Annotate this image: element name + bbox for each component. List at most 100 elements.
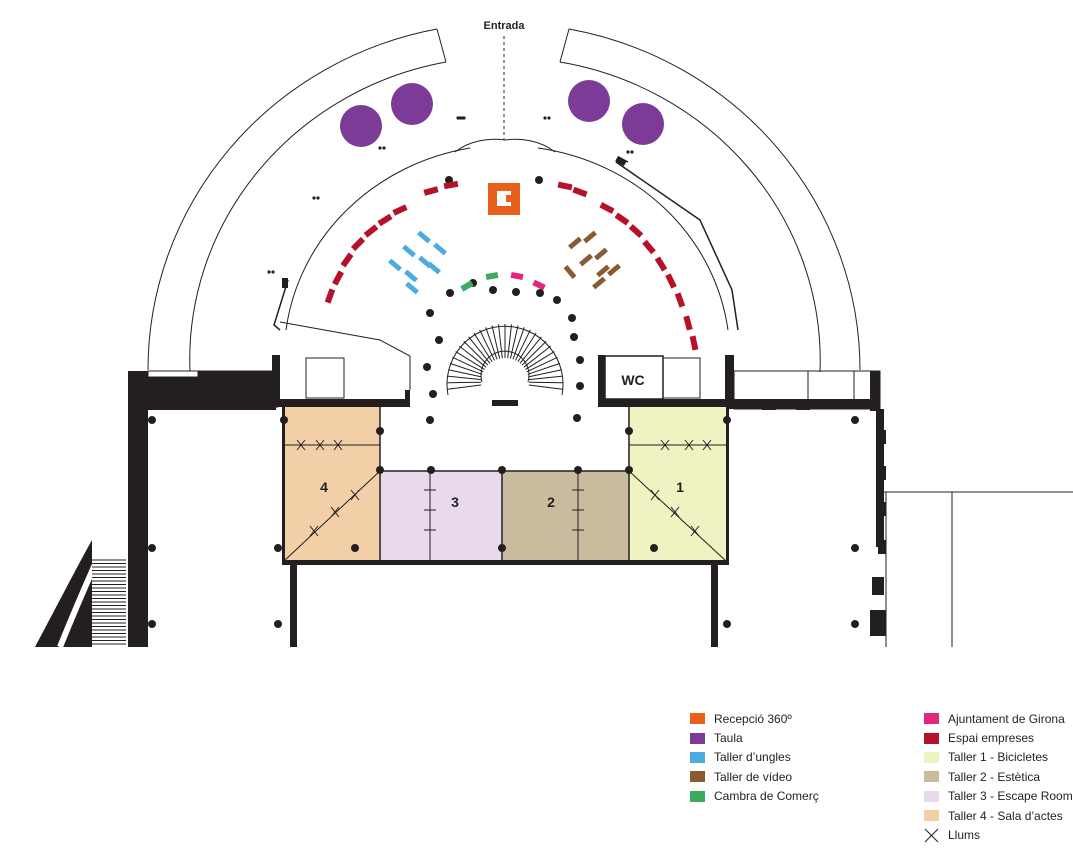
column <box>553 296 561 304</box>
legend-item: Taller 2 - Estètica <box>924 767 1073 786</box>
column <box>427 466 435 474</box>
legend-swatch <box>690 790 705 802</box>
column <box>429 390 437 398</box>
stand <box>532 279 546 291</box>
room-4-area <box>284 407 380 561</box>
reception-360-marker <box>488 183 520 215</box>
column <box>446 289 454 297</box>
stand <box>392 204 408 216</box>
column <box>489 286 497 294</box>
column <box>851 544 859 552</box>
legend-swatch <box>690 771 705 783</box>
legend-label: Llums <box>948 828 981 843</box>
stand <box>594 247 608 261</box>
legend-swatch <box>690 732 705 744</box>
central-staircase <box>446 324 564 396</box>
door-jamb <box>615 155 627 167</box>
stand <box>572 186 588 198</box>
legend-label: Recepció 360º <box>714 711 792 726</box>
column <box>723 620 731 628</box>
room-1-area <box>629 407 726 561</box>
entrance-label: Entrada <box>484 20 526 32</box>
legend-swatch <box>690 713 705 725</box>
legend-label: Taula <box>714 731 743 746</box>
legend-item: Espai empreses <box>924 728 1073 747</box>
stand <box>654 256 668 272</box>
espai-empreses-stands <box>324 180 699 351</box>
stand <box>402 244 416 258</box>
stand <box>568 236 582 250</box>
legend-item: Llums <box>924 825 1073 844</box>
stand <box>607 263 621 277</box>
stand <box>689 335 699 351</box>
stand <box>596 264 610 278</box>
room-number-3: 3 <box>451 494 459 510</box>
stand <box>599 202 615 214</box>
column <box>535 176 543 184</box>
semicircle-walls <box>147 28 861 373</box>
column <box>280 416 288 424</box>
column <box>426 309 434 317</box>
stand <box>510 272 524 280</box>
wc-room <box>604 355 664 400</box>
legend-label: Taller 3 - Escape Room <box>948 789 1073 804</box>
light-cross-icon <box>924 828 939 842</box>
stand <box>614 212 630 226</box>
legend-item: Cambra de Comerç <box>690 787 819 806</box>
stand <box>433 242 447 256</box>
building-outline <box>147 321 1073 647</box>
column <box>570 333 578 341</box>
stand <box>557 181 573 191</box>
stand <box>340 252 354 268</box>
stand <box>417 230 431 244</box>
column <box>650 544 658 552</box>
legend-swatch <box>924 751 939 763</box>
taula-table <box>391 83 433 125</box>
stand <box>563 265 577 279</box>
taller-ungles-stands <box>388 230 447 295</box>
legend-label: Ajuntament de Girona <box>948 711 1065 726</box>
columns <box>148 176 859 628</box>
room-3-area <box>380 471 502 561</box>
stand <box>683 315 693 331</box>
column <box>576 382 584 390</box>
stand <box>485 272 499 280</box>
legend-item: Taller 4 - Sala d’actes <box>924 806 1073 825</box>
column <box>274 620 282 628</box>
legend-label: Taller d’ungles <box>714 750 791 765</box>
taula-table <box>568 80 610 122</box>
column <box>498 544 506 552</box>
light-tracks <box>283 444 727 562</box>
exterior-staircase <box>35 540 126 649</box>
column <box>625 427 633 435</box>
door-jamb <box>282 278 288 288</box>
wc-label: WC <box>621 372 644 388</box>
column <box>573 414 581 422</box>
taula-table <box>340 105 382 147</box>
column <box>851 620 859 628</box>
column <box>625 466 633 474</box>
column <box>498 466 506 474</box>
stand <box>642 239 656 255</box>
cambra-comerc-stands <box>460 272 546 292</box>
column <box>568 314 576 322</box>
stair-landing <box>492 400 518 406</box>
stand <box>460 280 474 292</box>
legend-swatch <box>924 790 939 802</box>
stand <box>363 224 379 238</box>
column <box>426 416 434 424</box>
small-markers <box>267 116 634 274</box>
legend-item: Recepció 360º <box>690 709 819 728</box>
column <box>376 427 384 435</box>
column <box>423 363 431 371</box>
legend-label: Cambra de Comerç <box>714 789 819 804</box>
taller-video-stands <box>563 230 621 290</box>
legend-label: Taller de vídeo <box>714 769 793 784</box>
taula-table <box>622 103 664 145</box>
stand <box>324 288 336 304</box>
column <box>536 289 544 297</box>
column <box>435 336 443 344</box>
legend-item: Taller 3 - Escape Room <box>924 787 1073 806</box>
